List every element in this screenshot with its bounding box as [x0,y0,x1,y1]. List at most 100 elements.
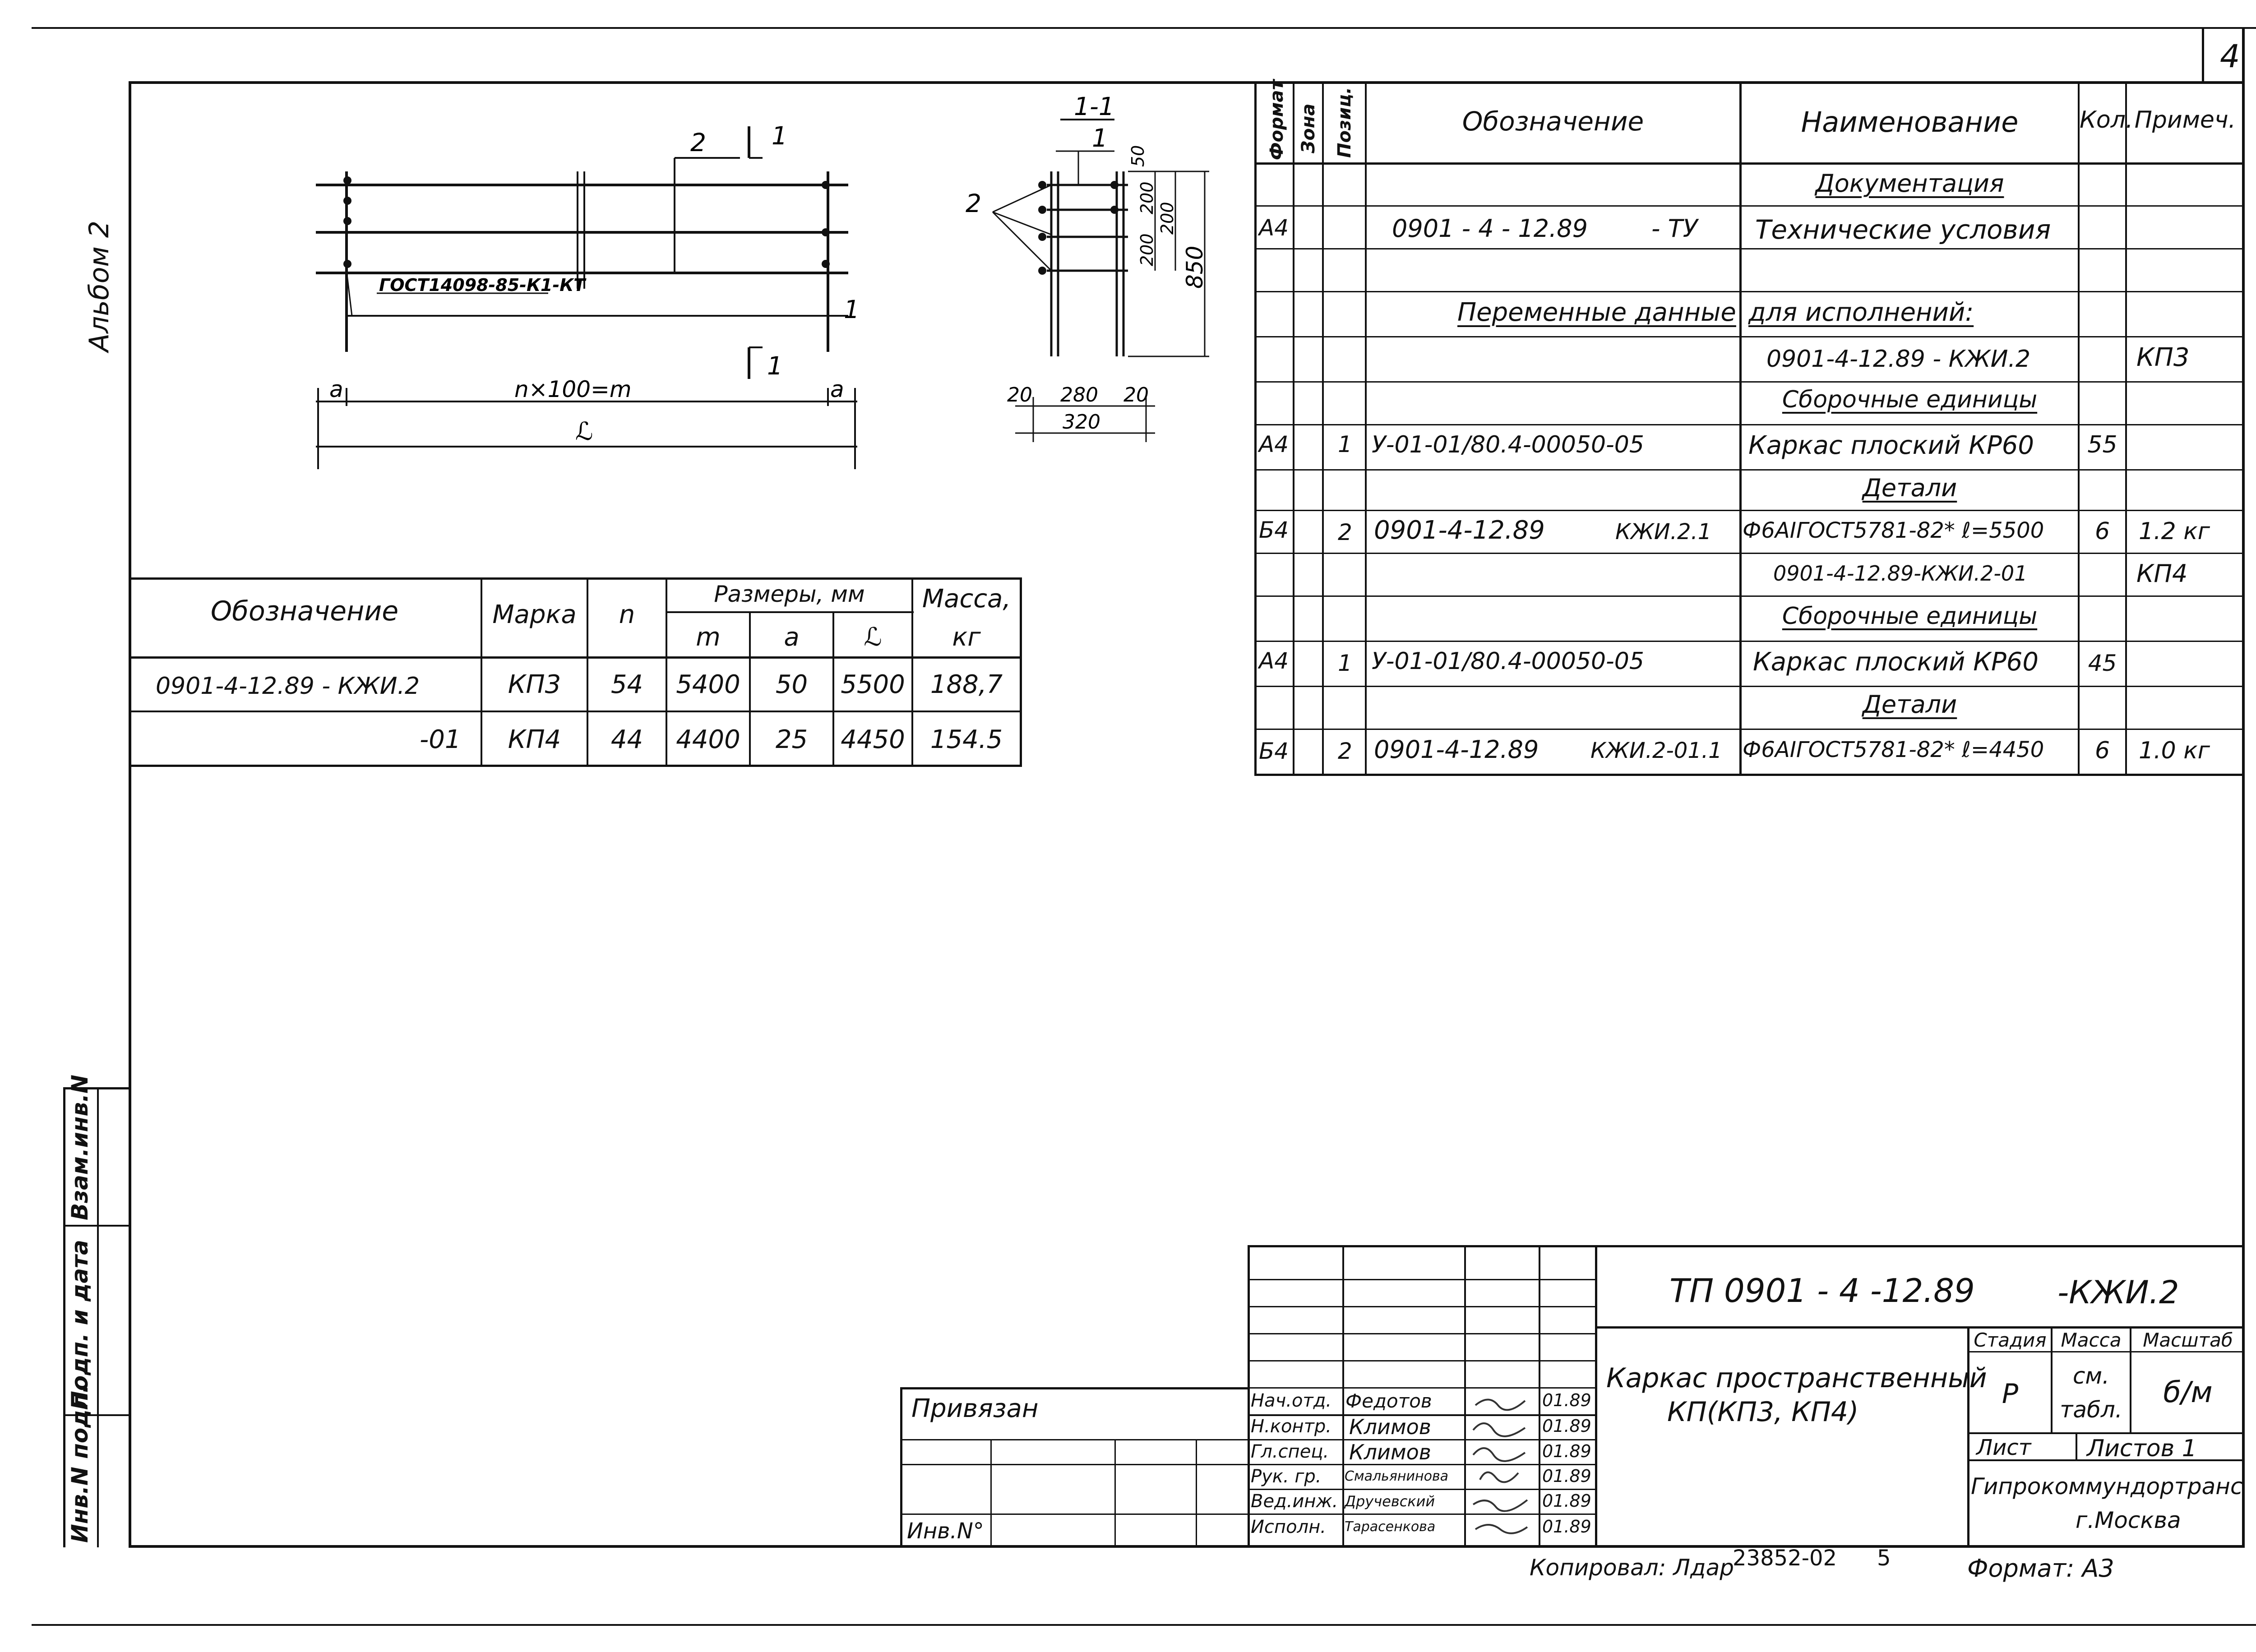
spec-r9-oboz2: КЖИ.2.1 [1615,519,1712,545]
section-1-1-drawing: 1-1 1 2 50 200 200 200 850 20 280 20 320 [966,92,1209,442]
spec-r9-format: Б4 [1259,517,1289,543]
size-h-a: a [784,623,800,652]
spec-r12-oboz: У-01-01/80.4-00050-05 [1372,648,1644,675]
spec-r9-poz: 2 [1338,519,1352,545]
size-h-n: n [619,600,635,629]
page-number-box [2202,27,2204,83]
spec-r14-oboz: 0901-4-12.89 [1374,735,1539,764]
tb-masshtab: б/м [2163,1376,2213,1409]
tb-org1: Гипрокоммундортранс [1971,1473,2243,1500]
sec-dim-280: 280 [1060,383,1098,406]
spec-r4-naim: для исполнений: [1748,298,1974,327]
size-row1-n: 54 [610,670,643,699]
spec-r12-format: А4 [1259,648,1289,674]
sec-dim-200c: 200 [1137,233,1157,266]
tb-name-line2: КП(КП3, КП4) [1667,1396,1859,1428]
tb-list: Лист [1976,1435,2031,1460]
spec-r14-kol: 6 [2094,737,2110,764]
tb-h-masshtab: Масштаб [2143,1329,2233,1351]
bottom-border [32,1624,2256,1626]
stamp-vzam: Взам.инв.N [67,1075,93,1220]
spec-r2-oboz: 0901 - 4 - 12.89 [1392,214,1588,243]
size-row1-a: 50 [775,670,808,699]
spec-r14-poz: 2 [1338,738,1352,764]
footer-sheet: 5 [1877,1546,1891,1571]
spec-r14-oboz2: КЖИ.2-01.1 [1590,738,1722,763]
sec-dim-200b: 200 [1157,202,1177,235]
spec-r7-format: А4 [1259,431,1289,457]
tb-h-stadia: Стадия [1974,1329,2047,1351]
dim-L: ℒ [575,417,593,446]
dim-a-right: a [830,376,844,402]
spec-h-naim: Наименование [1801,106,2019,138]
tb-name-line1: Каркас пространственный [1606,1362,1987,1394]
sec-dim-20a: 20 [1007,383,1032,406]
tb-date-4: 01.89 [1542,1466,1591,1486]
tb-role-6: Исполн. [1251,1517,1326,1537]
tb-date-3: 01.89 [1542,1441,1591,1461]
size-row1-L: 5500 [841,670,905,699]
section-title: 1-1 [1074,92,1114,121]
callout-1-bottom: 1 [767,351,783,380]
frame-elevation-drawing: 2 1 1 1 ГОСТ14098-85-К1-КТ a a n×100=m ℒ [316,121,860,469]
top-border [32,27,2256,29]
sec-dim-320: 320 [1063,411,1100,434]
signature-marks [1472,1398,1528,1534]
spec-r12-poz: 1 [1338,650,1352,676]
tb-stadia: Р [2002,1378,2019,1410]
tb-code: ТП 0901 - 4 -12.89 [1669,1272,1975,1310]
spec-r7-oboz: У-01-01/80.4-00050-05 [1372,431,1644,458]
frame-right [2242,27,2245,1548]
spec-r10-naim: 0901-4-12.89-КЖИ.2-01 [1773,561,2028,586]
spec-h-prim: Примеч. [2134,106,2236,134]
tb-role-1: Нач.отд. [1251,1390,1332,1411]
tb-date-1: 01.89 [1542,1390,1591,1410]
spec-h-kol: Кол. [2080,106,2133,134]
tb-name-4: Смальянинова [1345,1468,1449,1484]
gost-label: ГОСТ14098-85-К1-КТ [379,275,587,295]
tb-listov: Листов 1 [2087,1435,2197,1462]
tb-code2: -КЖИ.2 [2057,1274,2179,1311]
spec-r2-naim: Технические условия [1755,214,2051,245]
spec-r7-naim: Каркас плоский КР60 [1748,431,2034,460]
spec-r4-oboz: Переменные данные [1457,298,1736,327]
footer-format: Формат: А3 [1967,1554,2114,1583]
size-h-oboz: Обозначение [210,595,399,627]
dim-n-m: n×100=m [514,376,632,402]
sec-dim-850: 850 [1182,246,1208,289]
tb-h-massa: Масса [2061,1329,2122,1351]
spec-r8-naim: Детали [1862,474,1957,502]
spec-h-zona: Зона [1298,103,1319,153]
spec-h-oboz: Обозначение [1462,106,1644,137]
size-row1-massa: 188,7 [930,670,1003,699]
tb-name-5: Дручевский [1345,1493,1435,1510]
album-label: Альбом 2 [83,221,115,352]
sec-dim-200a: 200 [1137,181,1157,214]
tb-role-5: Вед.инж. [1251,1491,1338,1512]
tb-privyazan: Привязан [911,1394,1039,1423]
size-row2-oboz: -01 [420,725,461,754]
spec-r1-naim: Документация [1815,169,2004,198]
frame-top [129,81,2245,84]
page-number: 4 [2220,38,2240,75]
tb-role-2: Н.контр. [1251,1416,1331,1437]
section-callout-2: 2 [966,189,981,218]
size-h-massa: Масса, [922,584,1011,614]
size-row2-n: 44 [610,725,643,754]
spec-r14-prim: 1.0 кг [2139,737,2210,764]
spec-r9-oboz: 0901-4-12.89 [1374,516,1545,545]
tb-inv-n: Инв.N° [907,1518,984,1544]
size-h-razm: Размеры, мм [714,581,865,607]
callout-2: 2 [690,128,706,157]
spec-r14-naim: Ф6АIГОСТ5781-82* ℓ=4450 [1743,737,2044,762]
callout-1-right: 1 [844,295,860,324]
size-h-marka: Марка [492,600,577,629]
spec-r11-naim: Сборочные единицы [1782,603,2038,630]
spec-r9-prim: 1.2 кг [2139,518,2210,545]
size-row1-oboz: 0901-4-12.89 - КЖИ.2 [156,673,420,700]
spec-r7-poz: 1 [1338,431,1352,457]
size-row1-marka: КП3 [508,670,561,699]
spec-r2-oboz2: - ТУ [1651,214,1698,243]
tb-role-3: Гл.спец. [1251,1441,1329,1462]
size-row2-massa: 154.5 [930,725,1003,754]
